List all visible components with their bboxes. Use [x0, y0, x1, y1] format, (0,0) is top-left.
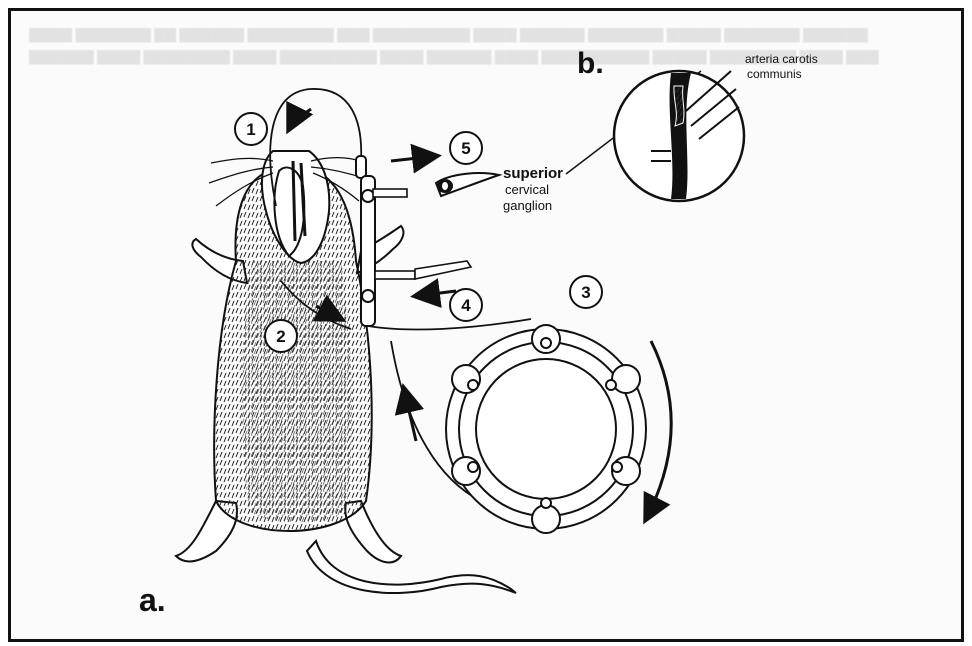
panel-a-label: a.: [139, 582, 166, 618]
flow-arrow-icon: [646, 341, 671, 519]
panel-b-label: b.: [577, 47, 604, 80]
roller-pump-icon: [446, 325, 646, 533]
step-1: 1: [246, 120, 255, 139]
artery-label-line1: arteria carotis: [745, 52, 818, 66]
flow-arrow-icon: [289, 109, 311, 129]
step-5: 5: [461, 139, 470, 158]
flow-arrow-icon: [391, 156, 436, 161]
ganglion-label-line2: cervical: [505, 182, 549, 197]
step-4: 4: [461, 296, 471, 315]
flow-arrow-icon: [416, 291, 456, 296]
perfusion-diagram: 1 2 3 4 5 superior cervical ganglion b. …: [11, 11, 961, 639]
ganglion-label: superior cervical ganglion: [503, 165, 563, 213]
ganglion-label-line3: ganglion: [503, 198, 552, 213]
magnifier-circle-icon: [614, 71, 744, 201]
figure-frame: ▇▇▇▇ ▇▇▇▇▇▇▇ ▇▇ ▇▇▇▇▇▇ ▇▇▇▇▇▇▇▇ ▇▇▇ ▇▇▇▇…: [8, 8, 964, 642]
step-2: 2: [276, 327, 285, 346]
step-3: 3: [581, 283, 590, 302]
flow-arrow-icon: [404, 389, 416, 441]
artery-label-line2: communis: [747, 67, 802, 81]
ganglion-label-line1: superior: [503, 165, 563, 182]
